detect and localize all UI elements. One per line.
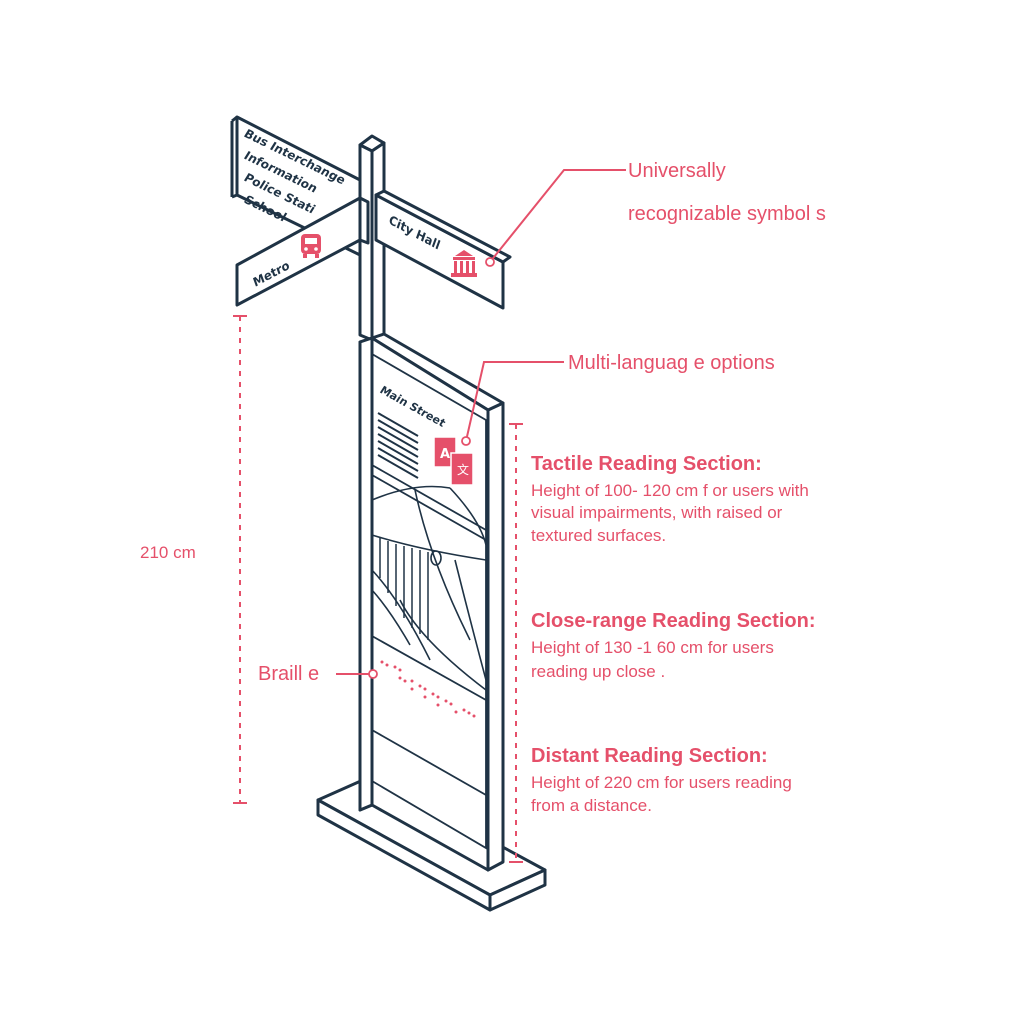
svg-text:A: A	[440, 447, 450, 462]
translate-icon: A 文	[433, 436, 474, 486]
panel-text-lines	[377, 412, 419, 479]
braille-callout: Braill e	[258, 663, 319, 685]
tactile-line: visual impairments, with raised or	[531, 503, 783, 522]
cityhall-board	[374, 189, 512, 310]
tactile-line: Height of 100- 120 cm f or users with	[531, 481, 809, 500]
distant-line: from a distance.	[531, 796, 652, 815]
map-hatching	[379, 538, 429, 640]
panel-face	[371, 352, 487, 850]
tactile-title: Tactile Reading Section:	[531, 453, 762, 475]
bus-icon	[301, 234, 321, 258]
callout-leaders	[336, 169, 626, 675]
tactile-line: textured surfaces.	[531, 526, 666, 545]
distant-line: Height of 220 cm for users reading	[531, 773, 792, 792]
building-icon	[451, 250, 477, 277]
height-dimension	[233, 315, 247, 804]
braille-dots	[380, 660, 476, 718]
symbols-callout-line1: Universally	[628, 160, 726, 182]
section-dimension	[509, 423, 523, 863]
symbols-callout-line2: recognizable symbol s	[628, 203, 826, 225]
callout-dots	[368, 257, 495, 679]
distant-title: Distant Reading Section:	[531, 745, 768, 767]
close-range-line: reading up close .	[531, 662, 665, 681]
svg-text:文: 文	[457, 462, 469, 477]
metro-board	[235, 196, 370, 307]
map-section	[371, 485, 487, 691]
multilang-callout: Multi-languag e options	[568, 352, 775, 374]
height-label: 210 cm	[140, 543, 196, 562]
close-range-line: Height of 130 -1 60 cm for users	[531, 638, 774, 657]
close-range-title: Close-range Reading Section:	[531, 610, 816, 632]
